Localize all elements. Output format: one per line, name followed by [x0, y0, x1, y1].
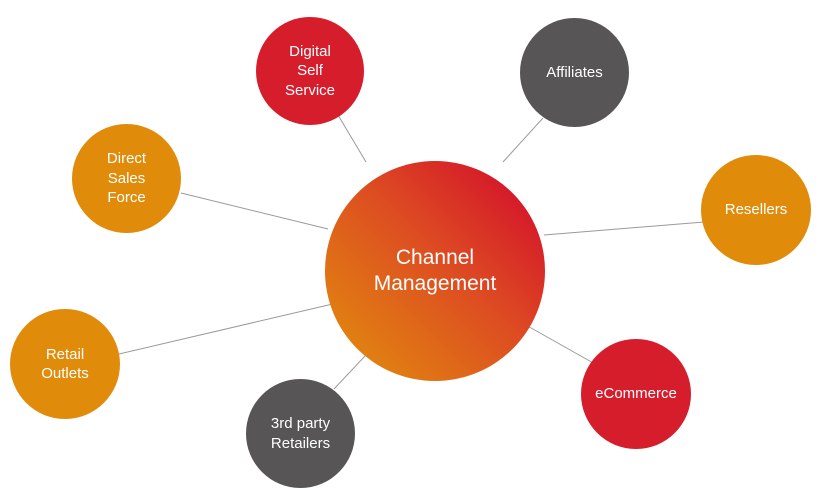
connector-ecommerce — [516, 319, 596, 365]
node-ecommerce: eCommerce — [581, 339, 691, 449]
node-affiliates: Affiliates — [520, 18, 629, 127]
connector-digital-self-service — [337, 114, 367, 163]
node-label: Resellers — [724, 201, 788, 219]
node-resellers: Resellers — [701, 155, 811, 265]
node-third-party-retailers: 3rd party Retailers — [246, 379, 355, 488]
connector-retail-outlets — [118, 302, 338, 355]
node-label: 3rd party Retailers — [270, 415, 331, 452]
connector-affiliates — [502, 117, 544, 163]
connector-resellers — [543, 221, 705, 236]
node-retail-outlets: Retail Outlets — [10, 309, 120, 419]
center-node-channel-management: Channel Management — [325, 161, 545, 381]
node-direct-sales-force: Direct Sales Force — [72, 124, 181, 233]
center-node-label: Channel Management — [373, 246, 497, 295]
node-label: Affiliates — [546, 63, 603, 81]
connector-direct-sales-force — [180, 192, 329, 230]
node-label: Direct Sales Force — [106, 150, 147, 207]
node-digital-self-service: Digital Self Service — [256, 17, 364, 125]
node-label: Digital Self Service — [284, 42, 336, 99]
node-label: Retail Outlets — [41, 345, 89, 383]
node-label: eCommerce — [595, 385, 677, 403]
